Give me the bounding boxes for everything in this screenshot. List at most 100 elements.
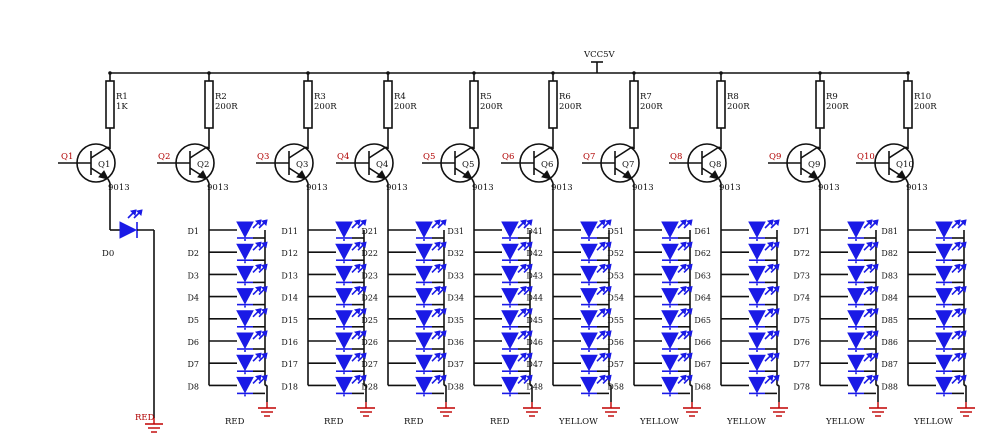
emission-arrow-head (439, 308, 447, 315)
emission-arrows (951, 241, 967, 251)
emission-arrow-head (766, 241, 774, 249)
emission-arrow-head (953, 219, 961, 227)
led-diode (415, 285, 447, 306)
led-diode (501, 263, 533, 284)
stage-color-label: RED (490, 417, 510, 427)
led-label: D64 (694, 294, 711, 303)
led-diode (847, 285, 879, 306)
led-triangle (580, 354, 598, 372)
led-label: D55 (607, 316, 624, 325)
emission-arrow-head (433, 330, 441, 338)
emission-arrow-head (254, 241, 262, 249)
stage-color-label: YELLOW (726, 417, 766, 427)
emitter-arrow (296, 170, 307, 180)
emission-arrow-head (772, 263, 780, 271)
resistor-body (629, 80, 639, 129)
emission-arrows (517, 263, 533, 273)
resistor-value: 200R (640, 102, 663, 112)
emitter-join (905, 178, 909, 184)
led-label: D21 (361, 227, 378, 236)
led-diode (661, 308, 693, 328)
emission-arrow-head (604, 285, 612, 293)
emission-arrow-head (433, 352, 441, 360)
emission-arrow-head (959, 285, 967, 293)
emission-arrow-head (766, 330, 774, 338)
led-diode (335, 330, 367, 350)
led-label: D18 (281, 382, 298, 391)
stage-color-label: YELLOW (639, 417, 679, 427)
emission-arrow-head (865, 330, 873, 338)
emission-arrow-head (685, 219, 693, 227)
led-diode (415, 374, 447, 395)
led-diode (580, 241, 612, 262)
resistor-body (105, 80, 115, 129)
led-diode (236, 285, 268, 306)
emission-arrow-head (959, 308, 967, 315)
emission-arrows (127, 209, 143, 219)
emission-arrows (951, 374, 967, 384)
emission-arrow-head (353, 374, 361, 382)
emission-arrows (517, 374, 533, 384)
led-triangle (935, 332, 953, 350)
stage-color-label: RED (225, 417, 245, 427)
collector-join (550, 146, 554, 150)
transistor-ref: Q1 (98, 160, 110, 170)
ground-symbol (437, 402, 455, 417)
emitter-join (550, 178, 554, 184)
led-triangle (935, 243, 953, 261)
led-triangle (847, 354, 865, 372)
led-triangle (935, 310, 953, 327)
led-label: D31 (447, 227, 464, 236)
emission-arrows (252, 374, 268, 384)
led-label: D82 (881, 249, 898, 258)
emitter-arrow (541, 170, 552, 180)
led-triangle (847, 310, 865, 327)
led-diode (415, 241, 447, 262)
led-label: D74 (793, 294, 810, 303)
led-diode (661, 285, 693, 306)
base-input-label: Q8 (670, 152, 682, 162)
resistor-body (815, 80, 825, 129)
led-diode (501, 285, 533, 306)
led-diode (501, 374, 533, 395)
led-triangle (580, 310, 598, 327)
led-diode (580, 374, 612, 395)
stage-q3: R3200RQ39013Q3D11D12D13D14D15D16D17D18RE… (256, 73, 375, 427)
transistor-ref: Q6 (541, 160, 553, 170)
emission-arrow-head (959, 263, 967, 271)
led-triangle (748, 221, 766, 239)
emission-arrow-head (959, 241, 967, 249)
emission-arrow-head (953, 374, 961, 382)
led-diode (236, 263, 268, 284)
led-triangle (580, 221, 598, 239)
led-diode (415, 263, 447, 284)
led-label: D63 (694, 271, 711, 280)
emission-arrow-head (353, 241, 361, 249)
resistor-ref: R10 (914, 92, 931, 102)
led-triangle (415, 354, 433, 372)
emission-arrows (351, 308, 367, 318)
led-label: D56 (607, 338, 624, 347)
emission-arrows (351, 219, 367, 229)
emission-arrow-head (519, 352, 527, 360)
emission-arrow-head (254, 330, 262, 338)
emission-arrow-head (598, 219, 606, 227)
emission-arrows (252, 263, 268, 273)
led-triangle (847, 221, 865, 239)
led-label: D71 (793, 227, 810, 236)
resistor-ref: R3 (314, 92, 326, 102)
emission-arrow-head (766, 352, 774, 360)
npn-transistor (354, 143, 394, 183)
emission-arrow-head (254, 308, 262, 315)
led-label: D16 (281, 338, 298, 347)
transistor-collector (90, 146, 109, 159)
led-label: D26 (361, 338, 378, 347)
emission-arrows (764, 263, 780, 273)
emission-arrow-head (865, 308, 873, 315)
led-triangle (748, 265, 766, 283)
led-label: D5 (187, 316, 199, 325)
base-input-label: Q1 (61, 152, 73, 162)
emission-arrow-head (439, 285, 447, 293)
led-triangle (335, 221, 353, 239)
led-diode (501, 330, 533, 350)
